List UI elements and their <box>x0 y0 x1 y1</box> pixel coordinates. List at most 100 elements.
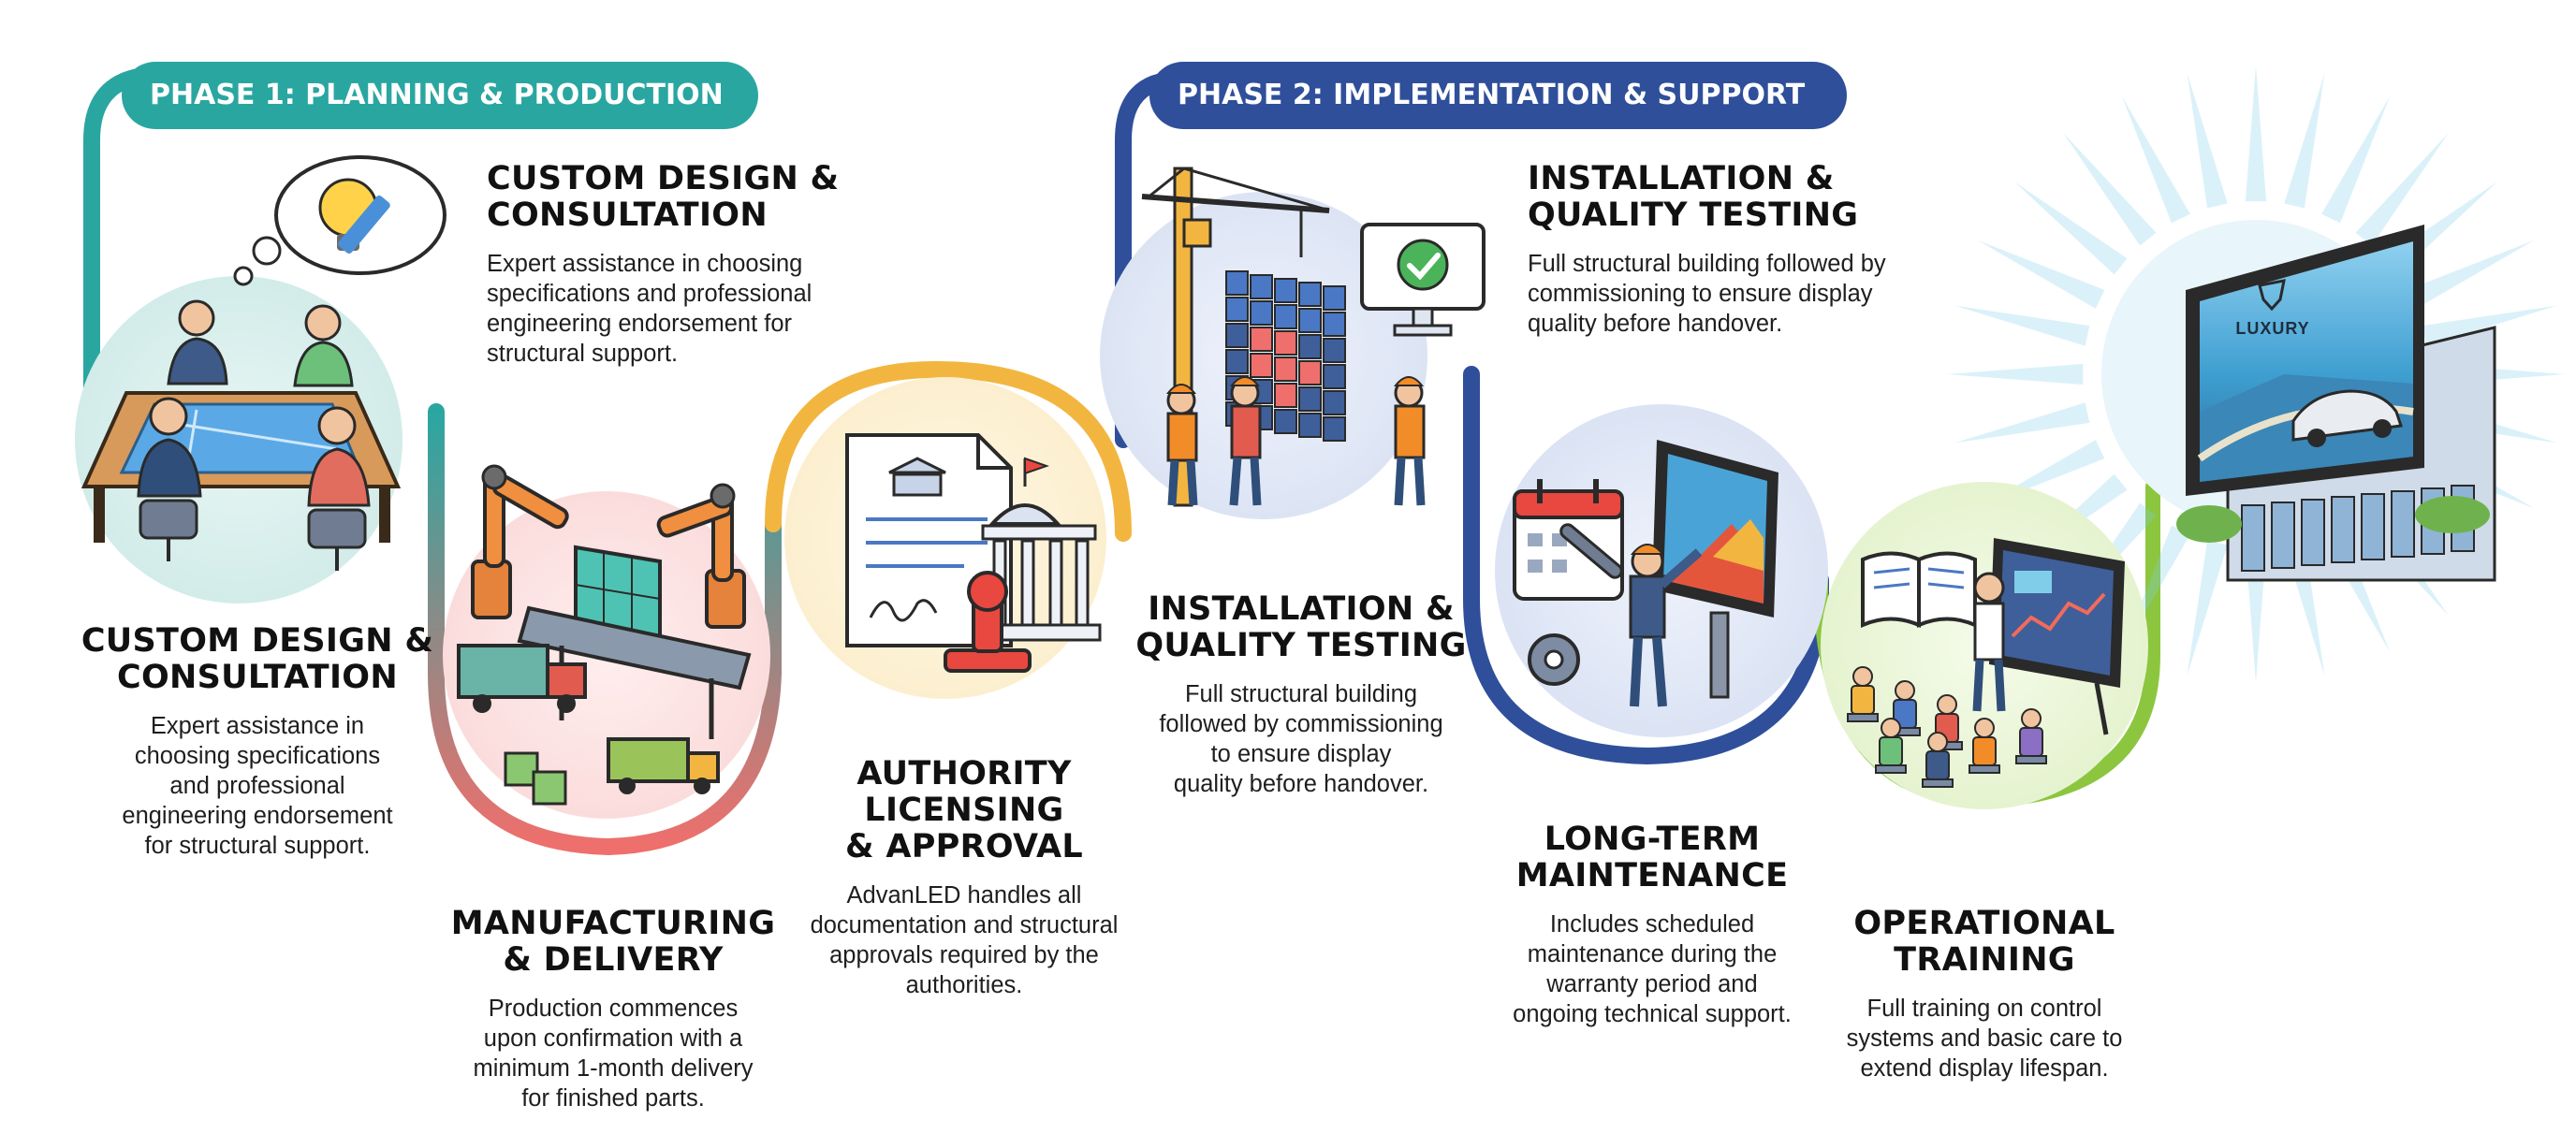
crane-install-icon <box>1100 167 1486 519</box>
led-panel-cell <box>1225 297 1249 322</box>
step-training: OPERATIONAL TRAINING Full training on co… <box>1807 906 2162 1083</box>
led-panel-cell <box>1298 413 1322 438</box>
step-manufacturing-title: MANUFACTURING & DELIVERY <box>450 905 776 979</box>
factory-robot-icon <box>443 464 770 819</box>
step-maintenance: LONG-TERM MAINTENANCE Includes scheduled… <box>1470 821 1835 1029</box>
student-head <box>1881 718 1901 738</box>
step-installation: INSTALLATION & QUALITY TESTING Full stru… <box>1123 591 1479 799</box>
student-chair <box>1875 764 1907 774</box>
led-panel-cell <box>1250 353 1273 378</box>
design-meeting-icon <box>75 155 446 603</box>
student-chair <box>2015 755 2047 764</box>
license-document-icon <box>784 377 1106 699</box>
step-design-top-title: CUSTOM DESIGN & CONSULTATION <box>487 160 840 234</box>
led-panel-cell <box>1298 386 1322 412</box>
building-window <box>2241 504 2265 572</box>
led-panel-cell <box>1274 356 1297 382</box>
building-window <box>2271 502 2295 569</box>
sun-ray <box>2284 73 2325 209</box>
sun-ray <box>2245 65 2267 202</box>
path-licensing-arch <box>765 360 1132 542</box>
led-panel-cell <box>1323 312 1346 337</box>
step-design-desc: Expert assistance in choosing specificat… <box>122 713 393 859</box>
step-design: CUSTOM DESIGN & CONSULTATION Expert assi… <box>75 623 440 861</box>
building-window <box>2361 493 2385 560</box>
student-head <box>1852 666 1873 687</box>
step-licensing-title: AUTHORITY LICENSING & APPROVAL <box>845 755 1083 865</box>
sun-ray <box>2407 240 2535 309</box>
phase-2-badge: PHASE 2: IMPLEMENTATION & SUPPORT <box>1149 62 1847 129</box>
led-panel-cell <box>1323 338 1346 363</box>
sun-ray <box>2063 133 2157 246</box>
student-chair <box>1922 778 1954 788</box>
student-head <box>1895 680 1915 701</box>
led-panel-cell <box>1225 323 1249 348</box>
step-licensing-desc: AdvanLED handles all documentation and s… <box>810 882 1119 998</box>
phase-1-label: PHASE 1: PLANNING & PRODUCTION <box>150 79 724 111</box>
path-manufacturing-u <box>428 403 782 856</box>
student-chair <box>1847 713 1879 722</box>
step-design-top: CUSTOM DESIGN & CONSULTATION Expert assi… <box>487 161 889 369</box>
sun-ray <box>2014 182 2128 275</box>
maintenance-icon <box>1495 404 1828 737</box>
led-panel-cell <box>1323 285 1346 311</box>
step-design-top-desc: Expert assistance in choosing specificat… <box>487 251 812 367</box>
step-training-desc: Full training on control systems and bas… <box>1846 996 2123 1082</box>
student-body <box>1879 736 1903 766</box>
led-panel-cell <box>1225 270 1249 296</box>
step-installation-top-desc: Full structural building followed by com… <box>1528 251 1886 337</box>
student-body <box>1851 685 1875 715</box>
led-panel-cell <box>1250 300 1273 326</box>
led-panel-cell <box>1323 364 1346 389</box>
sun-ray <box>2121 95 2190 224</box>
led-panel-cell <box>1323 416 1346 442</box>
sun-ray <box>1954 402 2090 443</box>
billboard-brand-text: LUXURY <box>2235 319 2309 338</box>
step-training-title: OPERATIONAL TRAINING <box>1853 905 2115 979</box>
building-window <box>2331 496 2355 563</box>
student-head <box>1974 718 1995 738</box>
building-window <box>2391 490 2415 558</box>
sun-ray <box>2355 133 2449 246</box>
led-panel-cell <box>1274 383 1297 408</box>
led-panel-cell <box>1250 327 1273 352</box>
student-chair <box>1969 764 2000 774</box>
step-maintenance-title: LONG-TERM MAINTENANCE <box>1515 821 1789 894</box>
led-panel-cell <box>1274 304 1297 329</box>
path-maintenance-u <box>1463 366 1829 765</box>
led-panel-cell <box>1323 390 1346 415</box>
step-installation-title: INSTALLATION & QUALITY TESTING <box>1135 590 1467 664</box>
sun-ray <box>1947 363 2084 385</box>
step-licensing: AUTHORITY LICENSING & APPROVAL AdvanLED … <box>777 756 1151 1000</box>
sun-ray <box>1954 305 2090 346</box>
sun-ray <box>1977 240 2105 309</box>
step-design-title: CUSTOM DESIGN & CONSULTATION <box>80 622 434 696</box>
led-panel-cell <box>1298 334 1322 359</box>
building-window <box>2301 499 2325 566</box>
sun-ray <box>2187 540 2228 676</box>
step-installation-top-title: INSTALLATION & QUALITY TESTING <box>1528 160 1859 234</box>
led-billboard-icon: LUXURY <box>2101 220 2496 582</box>
led-panel-cell <box>1274 409 1297 434</box>
step-installation-top: INSTALLATION & QUALITY TESTING Full stru… <box>1528 161 1968 339</box>
led-panel-cell <box>1298 360 1322 385</box>
led-panel-cell <box>1298 308 1322 333</box>
step-installation-desc: Full structural building followed by com… <box>1159 681 1443 797</box>
phase-2-label: PHASE 2: IMPLEMENTATION & SUPPORT <box>1178 79 1806 111</box>
training-class-icon <box>1821 482 2148 809</box>
student-head <box>1937 694 1957 715</box>
step-manufacturing: MANUFACTURING & DELIVERY Production comm… <box>431 906 796 1113</box>
student-body <box>1925 750 1950 780</box>
student-head <box>1927 732 1948 752</box>
led-panel-cell <box>1225 349 1249 374</box>
led-panel-cell <box>1274 330 1297 356</box>
step-maintenance-desc: Includes scheduled maintenance during th… <box>1513 911 1792 1027</box>
led-panel-cell <box>1298 282 1322 307</box>
student-body <box>1972 736 1997 766</box>
sun-ray <box>2321 95 2391 224</box>
sun-ray <box>2187 73 2228 209</box>
student-head <box>2021 708 2042 729</box>
led-panel-cell <box>1250 274 1273 299</box>
student-body <box>2019 727 2043 757</box>
